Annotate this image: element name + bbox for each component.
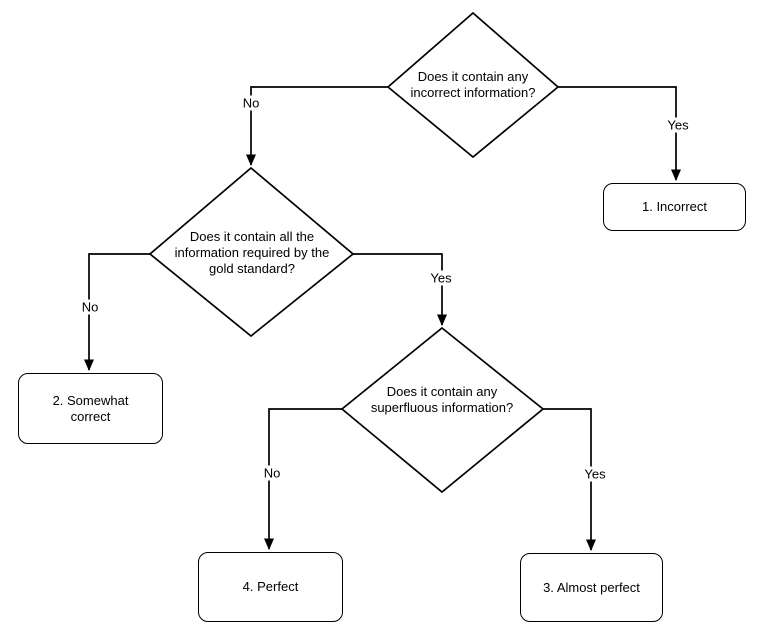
edge-complete-yes [353,253,447,326]
outcome-somewhat-correct-box: 2. Somewhat correct [18,373,163,444]
outcome-perfect-label: 4. Perfect [242,579,299,594]
decision-incorrect-label: Does it contain any incorrect informatio… [410,69,536,100]
decision-complete-diamond [148,166,355,338]
edge-superfluous-yes [543,408,596,551]
edge-incorrect-yes [558,86,681,181]
edge-label-complete-no: No [79,299,101,315]
outcome-somewhat-correct-label: 2. Somewhat correct [52,392,129,424]
edge-label-superfluous-yes: Yes [582,466,608,482]
edge-superfluous-no [264,408,342,550]
decision-complete-label: Does it contain all the information requ… [174,229,330,276]
edge-label-incorrect-no: No [240,95,262,111]
decision-superfluous-diamond [340,326,545,494]
edge-label-incorrect-yes: Yes [665,117,691,133]
outcome-almost-perfect-box: 3. Almost perfect [520,553,663,622]
edge-complete-no [84,253,150,371]
edge-incorrect-no [246,86,388,166]
decision-superfluous-label: Does it contain any superfluous informat… [370,384,514,415]
edge-label-superfluous-no: No [261,465,283,481]
edge-label-complete-yes: Yes [428,270,454,286]
outcome-incorrect-box: 1. Incorrect [603,183,746,231]
outcome-almost-perfect-label: 3. Almost perfect [543,579,640,595]
outcome-perfect-box: 4. Perfect [198,552,343,622]
outcome-incorrect-label: 1. Incorrect [641,199,708,214]
decision-incorrect-diamond [386,11,560,159]
